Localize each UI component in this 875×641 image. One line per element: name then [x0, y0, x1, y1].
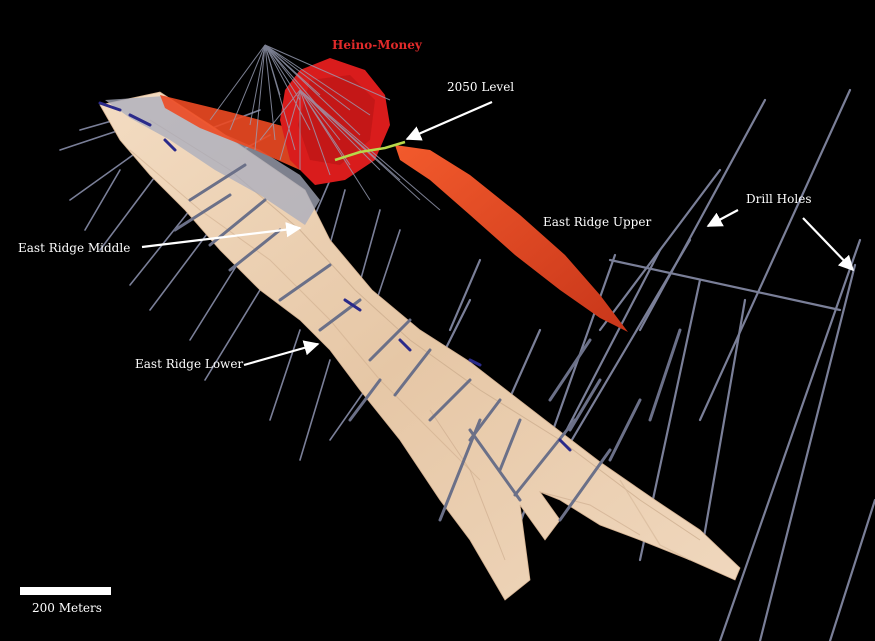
drill-hole [558, 448, 612, 522]
drill-hole [129, 209, 191, 286]
drill-hole [638, 98, 767, 332]
wireframe-line [229, 44, 266, 131]
drill-hole [59, 129, 121, 151]
wireframe-line [299, 89, 421, 201]
drill-hole [558, 238, 692, 462]
arrow-drill-holes-right [802, 217, 855, 272]
drill-hole [548, 338, 592, 402]
drill-hole [99, 169, 161, 251]
heino-money-wireframe [209, 44, 441, 211]
wireframe-line [259, 89, 301, 141]
east-ridge-ore-body [99, 91, 741, 601]
east-ridge-upper-body [160, 95, 628, 332]
arrow-drill-holes-left [706, 209, 739, 227]
drill-hole [468, 428, 522, 502]
label-east-ridge-lower: East Ridge Lower [135, 357, 243, 371]
drill-hole [568, 378, 602, 432]
wireframe-line [299, 89, 371, 201]
drill-hole [513, 418, 577, 497]
drill-holes-foreground [98, 101, 682, 522]
drill-hole [278, 263, 332, 302]
drill-hole [204, 289, 261, 381]
drill-hole-intersection [128, 113, 152, 127]
label-heino-money: Heino-Money [332, 38, 423, 52]
drill-hole-intersection [558, 438, 572, 452]
wireframe-line [264, 44, 276, 141]
wireframe-line [209, 44, 266, 121]
label-east-ridge-upper: East Ridge Upper [543, 215, 651, 229]
drill-hole [718, 238, 862, 641]
drill-hole [329, 389, 366, 441]
wireframe-line [299, 89, 331, 176]
drill-hole [173, 193, 232, 232]
drill-hole [189, 259, 241, 341]
drill-hole-intersection [343, 298, 362, 312]
drill-hole-intersection [98, 101, 122, 112]
arrow-2050-level [405, 100, 493, 141]
drill-hole [69, 149, 141, 201]
wireframe-line [249, 44, 266, 126]
level-2050-trace [334, 140, 406, 162]
drill-hole-intersection [468, 358, 482, 367]
wireframe-line [264, 44, 301, 101]
wireframe-line [264, 44, 371, 116]
drill-hole [648, 328, 682, 422]
drill-hole [188, 163, 247, 202]
drill-hole [608, 398, 642, 462]
drill-hole [84, 169, 121, 231]
wireframe-line [264, 44, 281, 96]
wireframe-line [299, 89, 381, 171]
arrow-east-ridge-lower [243, 340, 320, 367]
drill-hole [498, 418, 522, 472]
drill-hole [299, 359, 331, 461]
drill-hole [348, 378, 382, 422]
drill-hole [608, 258, 842, 312]
drill-hole [368, 318, 412, 362]
wireframe-line [279, 89, 301, 161]
arrow-east-ridge-middle [141, 222, 302, 249]
drill-hole [269, 329, 301, 421]
drill-hole [758, 263, 857, 641]
wireframe-line [264, 44, 311, 131]
label-east-ridge-middle: East Ridge Middle [18, 241, 130, 255]
wireframe-line [254, 44, 266, 151]
drill-hole [428, 378, 472, 422]
drill-hole [698, 298, 747, 562]
wireframe-line [264, 44, 351, 111]
drill-hole-intersection [163, 138, 177, 152]
drill-hole [438, 418, 482, 522]
drill-hole [393, 348, 432, 397]
wireframe-line [264, 44, 361, 136]
wireframe-line [264, 44, 391, 101]
drill-hole [149, 229, 211, 311]
drill-hole [228, 228, 282, 272]
drill-hole-intersection [398, 338, 412, 352]
drill-hole [828, 498, 875, 641]
scale-bar [20, 587, 111, 595]
drill-hole [698, 88, 852, 422]
annotation-arrows [141, 100, 855, 367]
label-drill-holes: Drill Holes [746, 192, 811, 206]
scale-bar-label: 200 Meters [32, 601, 102, 615]
label-2050-level: 2050 Level [447, 80, 514, 94]
drill-hole [448, 258, 482, 332]
